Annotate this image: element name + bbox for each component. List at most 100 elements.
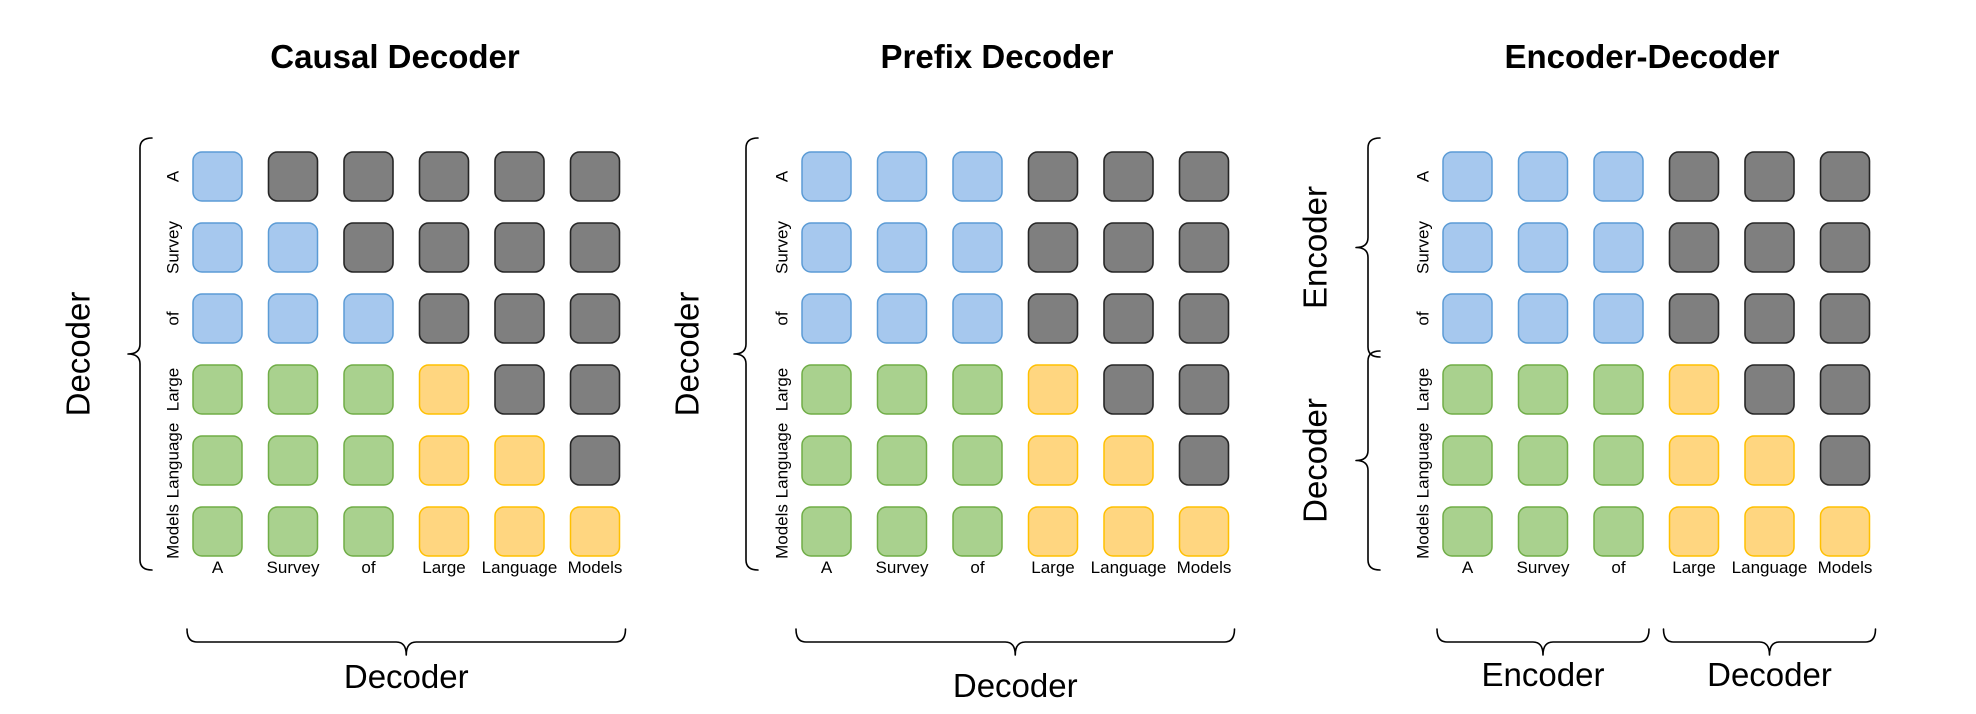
col-token-label: Language	[482, 558, 558, 577]
mask-cell-2-3	[1668, 293, 1720, 344]
mask-cell-0-1	[876, 151, 928, 202]
mask-cell-5-5	[1819, 506, 1871, 557]
col-token-label: of	[361, 558, 375, 577]
mask-cell-5-3	[1668, 506, 1720, 557]
mask-cell-3-3	[418, 364, 470, 415]
mask-cell-2-3	[418, 293, 470, 344]
mask-cell-1-0	[1442, 222, 1493, 273]
mask-cell-2-4	[1103, 293, 1154, 344]
mask-cell-4-1	[1517, 435, 1569, 486]
mask-cell-4-5	[1819, 435, 1871, 486]
col-token-label: Survey	[876, 558, 929, 577]
mask-cell-5-2	[952, 506, 1003, 557]
mask-cell-3-0	[1442, 364, 1493, 415]
mask-cell-5-1	[1517, 506, 1569, 557]
mask-cell-3-2	[343, 364, 394, 415]
mask-cell-2-0	[192, 293, 243, 344]
mask-cell-4-4	[494, 435, 545, 486]
mask-cell-2-3	[1027, 293, 1079, 344]
row-token-label: Large	[773, 368, 792, 411]
mask-cell-2-2	[343, 293, 394, 344]
panel-title: Encoder-Decoder	[1504, 38, 1779, 75]
mask-cell-5-0	[192, 506, 243, 557]
row-token-label: Models	[773, 504, 792, 559]
row-token-label: Survey	[164, 221, 183, 274]
bottom-group-brace	[1662, 628, 1877, 656]
left-group-brace	[1355, 137, 1381, 358]
mask-cell-1-0	[801, 222, 852, 273]
mask-cell-0-4	[1744, 151, 1795, 202]
col-token-label: Large	[1672, 558, 1715, 577]
mask-cell-2-5	[1819, 293, 1871, 344]
mask-cell-4-0	[801, 435, 852, 486]
mask-cell-0-5	[1819, 151, 1871, 202]
bottom-group-label: Decoder	[953, 667, 1078, 704]
row-token-label: Language	[773, 423, 792, 499]
mask-cell-1-5	[1178, 222, 1230, 273]
panel-title: Prefix Decoder	[881, 38, 1114, 75]
mask-cell-0-4	[1103, 151, 1154, 202]
bottom-group-brace	[186, 628, 627, 656]
mask-cell-4-1	[267, 435, 319, 486]
mask-cell-2-0	[801, 293, 852, 344]
col-token-label: A	[212, 558, 224, 577]
row-token-label: Large	[164, 368, 183, 411]
mask-cell-1-3	[1027, 222, 1079, 273]
mask-cell-4-4	[1103, 435, 1154, 486]
row-token-label: Survey	[773, 221, 792, 274]
mask-cell-0-1	[1517, 151, 1569, 202]
mask-cell-0-5	[1178, 151, 1230, 202]
mask-cell-4-2	[1593, 435, 1644, 486]
mask-cell-0-3	[1027, 151, 1079, 202]
col-token-label: A	[821, 558, 833, 577]
mask-cell-3-0	[801, 364, 852, 415]
mask-cell-5-2	[1593, 506, 1644, 557]
left-group-label: Decoder	[60, 292, 97, 417]
row-token-label: of	[1414, 311, 1433, 325]
mask-cell-5-0	[1442, 506, 1493, 557]
mask-cell-2-2	[1593, 293, 1644, 344]
mask-cell-3-1	[1517, 364, 1569, 415]
col-token-label: Survey	[1517, 558, 1570, 577]
bottom-group-label: Decoder	[1707, 656, 1832, 693]
row-token-label: Models	[1414, 504, 1433, 559]
mask-cell-5-5	[569, 506, 621, 557]
mask-cell-4-5	[1178, 435, 1230, 486]
bottom-group-brace	[795, 628, 1236, 656]
panel-2: Encoder-DecoderASurveyofLargeLanguageMod…	[1297, 38, 1873, 693]
mask-cell-0-0	[1442, 151, 1493, 202]
mask-cell-5-4	[1103, 506, 1154, 557]
mask-cell-3-5	[569, 364, 621, 415]
bottom-group-label: Decoder	[344, 658, 469, 695]
bottom-group-label: Encoder	[1482, 656, 1605, 693]
mask-cell-3-5	[1178, 364, 1230, 415]
row-token-label: Language	[164, 423, 183, 499]
mask-cell-1-2	[952, 222, 1003, 273]
mask-cell-5-2	[343, 506, 394, 557]
mask-cell-5-4	[1744, 506, 1795, 557]
mask-cell-2-5	[1178, 293, 1230, 344]
col-token-label: of	[970, 558, 984, 577]
mask-cell-4-3	[1668, 435, 1720, 486]
mask-cell-0-4	[494, 151, 545, 202]
mask-cell-3-2	[952, 364, 1003, 415]
mask-cell-4-3	[418, 435, 470, 486]
col-token-label: Language	[1732, 558, 1808, 577]
mask-cell-1-5	[1819, 222, 1871, 273]
mask-cell-4-0	[1442, 435, 1493, 486]
mask-cell-5-3	[418, 506, 470, 557]
mask-cell-3-5	[1819, 364, 1871, 415]
mask-cell-4-3	[1027, 435, 1079, 486]
row-token-label: of	[773, 311, 792, 325]
mask-cell-1-5	[569, 222, 621, 273]
mask-cell-3-3	[1027, 364, 1079, 415]
row-token-label: Large	[1414, 368, 1433, 411]
mask-cell-2-0	[1442, 293, 1493, 344]
mask-cell-1-1	[1517, 222, 1569, 273]
mask-cell-5-1	[876, 506, 928, 557]
mask-cell-1-4	[1103, 222, 1154, 273]
left-group-label: Decoder	[669, 292, 706, 417]
mask-cell-0-3	[1668, 151, 1720, 202]
left-group-brace	[733, 137, 759, 571]
